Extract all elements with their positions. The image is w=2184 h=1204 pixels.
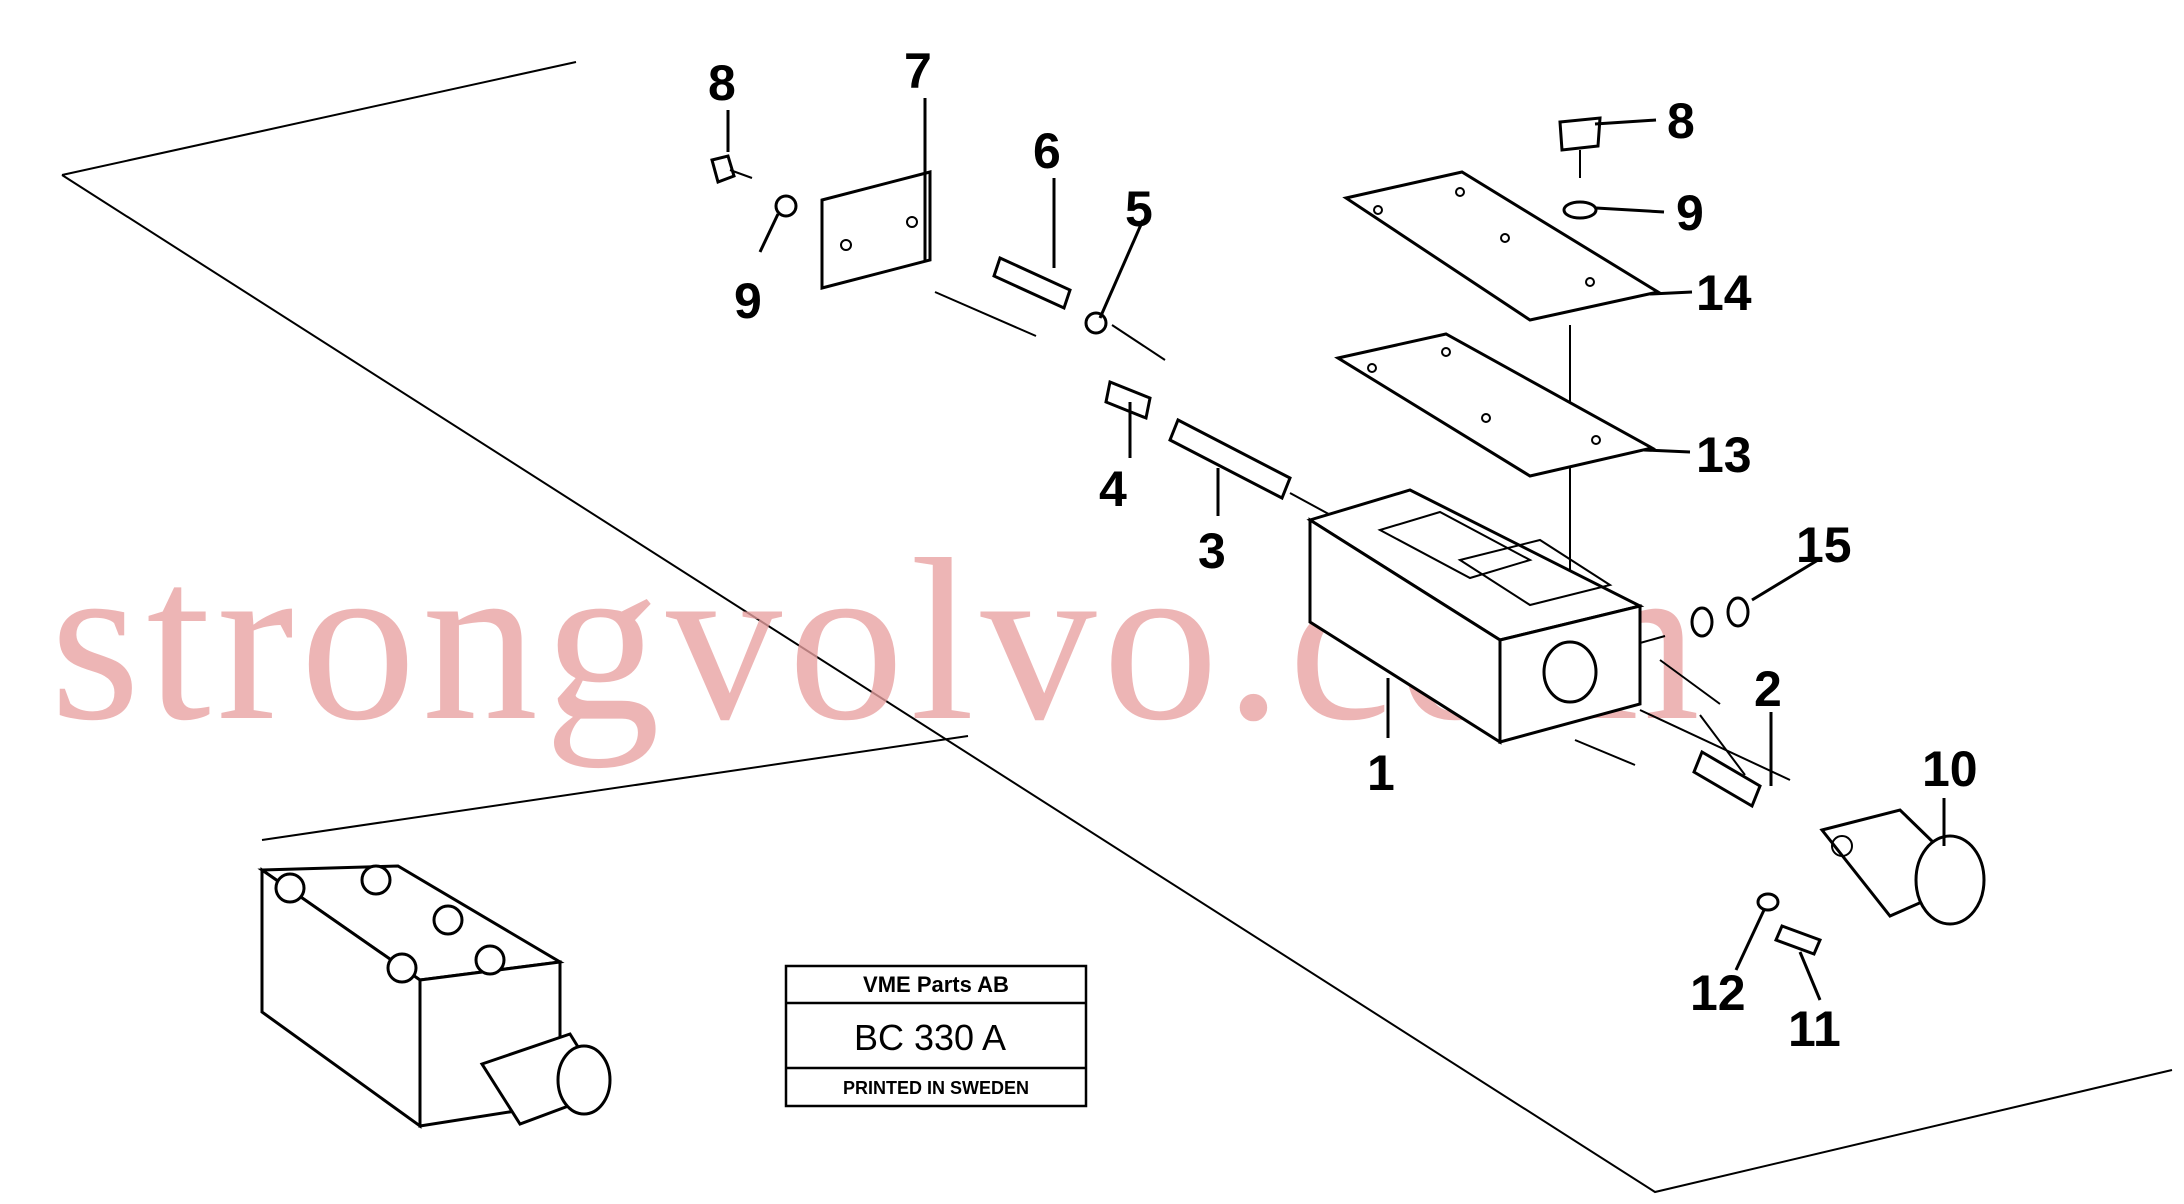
washer-12 [1756,892,1780,912]
callout-8-left: 8 [708,55,736,111]
callout-5: 5 [1125,181,1153,237]
screw-left [710,154,798,218]
title-block: VME Parts AB BC 330 A PRINTED IN SWEDEN [784,964,1088,1108]
callout-9-left: 9 [734,273,762,329]
callout-7: 7 [904,43,932,99]
title-block-code: BC 330 A [854,1017,1006,1058]
leader-lines [726,98,1946,1001]
title-block-company: VME Parts AB [863,972,1009,997]
callout-11: 11 [1788,1001,1841,1057]
callout-12: 12 [1690,965,1746,1021]
callout-9-right: 9 [1676,185,1704,241]
callout-13: 13 [1696,427,1752,483]
callout-14: 14 [1696,265,1752,321]
callout-4: 4 [1099,461,1127,517]
screw-right [1558,116,1602,220]
solenoid-10 [1819,808,1986,926]
o-rings-15 [1690,596,1750,638]
plug-4 [1104,379,1152,421]
callout-labels: 8 7 6 5 9 4 3 8 9 14 13 15 1 2 10 12 11 [708,43,1978,1057]
perspective-plane [61,61,2173,1194]
title-block-printed: PRINTED IN SWEDEN [843,1078,1029,1098]
pin-6 [992,255,1108,335]
callout-15: 15 [1796,517,1852,573]
callout-10: 10 [1922,741,1978,797]
top-cover-14 [1342,170,1662,322]
screw-11 [1773,924,1823,956]
pin-2 [1692,749,1762,809]
callout-1: 1 [1367,745,1395,801]
callout-8-right: 8 [1667,93,1695,149]
gasket-13 [1334,332,1657,478]
cover-plate-left [820,170,932,290]
callout-2: 2 [1754,661,1782,717]
assembled-valve [257,864,612,1129]
spool-3 [1168,417,1292,501]
callout-6: 6 [1033,123,1061,179]
valve-body-1 [1306,488,1645,745]
callout-3: 3 [1198,523,1226,579]
